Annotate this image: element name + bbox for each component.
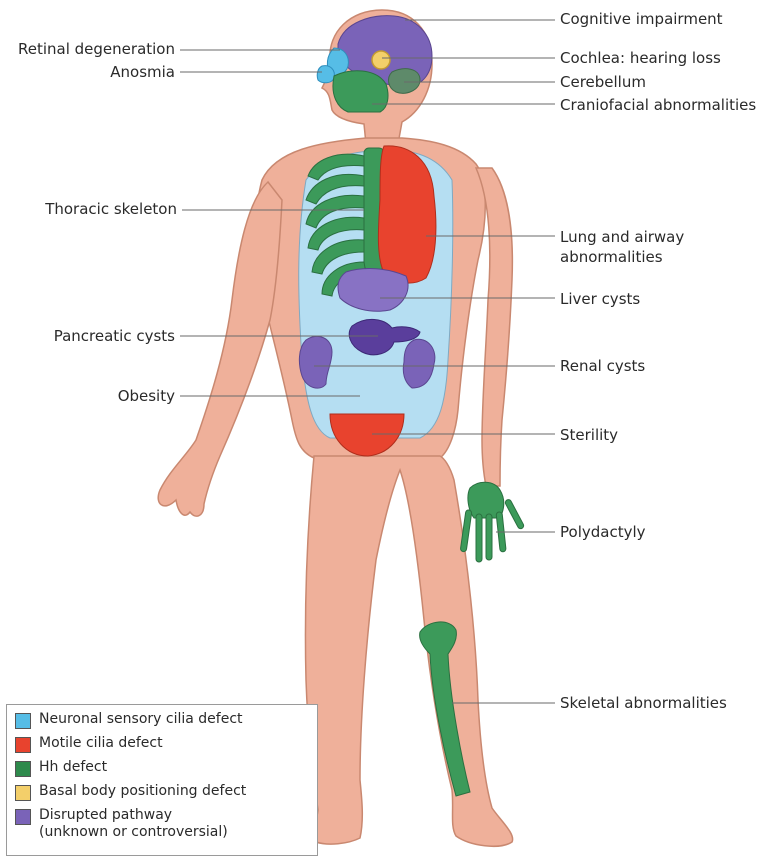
legend: Neuronal sensory cilia defect Motile cil… xyxy=(6,704,318,856)
cochlea-region xyxy=(372,51,390,69)
legend-item-sensory: Neuronal sensory cilia defect xyxy=(15,711,317,729)
label-craniofacial: Craniofacial abnormalities xyxy=(560,96,756,114)
label-polydactyly: Polydactyly xyxy=(560,523,646,541)
label-cerebellum: Cerebellum xyxy=(560,73,646,91)
cerebellum-region xyxy=(389,69,420,94)
legend-item-disrupted: Disrupted pathway (unknown or controvers… xyxy=(15,807,317,841)
label-obesity: Obesity xyxy=(118,387,175,405)
legend-label-motile: Motile cilia defect xyxy=(39,735,163,752)
label-cognitive-impairment: Cognitive impairment xyxy=(560,10,723,28)
nose-region xyxy=(317,66,334,83)
legend-swatch-basal xyxy=(15,785,31,801)
label-cochlea: Cochlea: hearing loss xyxy=(560,49,721,67)
legend-swatch-sensory xyxy=(15,713,31,729)
legend-item-basal: Basal body positioning defect xyxy=(15,783,317,801)
legend-item-motile: Motile cilia defect xyxy=(15,735,317,753)
label-anosmia: Anosmia xyxy=(110,63,175,81)
legend-swatch-motile xyxy=(15,737,31,753)
label-thoracic-skeleton: Thoracic skeleton xyxy=(45,200,177,218)
label-lung-line1: Lung and airway xyxy=(560,228,684,246)
legend-label-basal: Basal body positioning defect xyxy=(39,783,246,800)
legend-item-hh: Hh defect xyxy=(15,759,317,777)
legend-label-hh: Hh defect xyxy=(39,759,107,776)
label-renal-cysts: Renal cysts xyxy=(560,357,645,375)
legend-label-sensory: Neuronal sensory cilia defect xyxy=(39,711,243,728)
label-pancreatic-cysts: Pancreatic cysts xyxy=(54,327,175,345)
hand-region xyxy=(460,482,524,562)
face-region xyxy=(333,71,388,112)
legend-label-disrupted: Disrupted pathway (unknown or controvers… xyxy=(39,807,228,841)
legend-swatch-hh xyxy=(15,761,31,777)
legend-label-disrupted-line2: (unknown or controversial) xyxy=(39,824,228,840)
legend-swatch-disrupted xyxy=(15,809,31,825)
label-skeletal-abnormalities: Skeletal abnormalities xyxy=(560,694,727,712)
legend-label-disrupted-line1: Disrupted pathway xyxy=(39,807,172,823)
label-sterility: Sterility xyxy=(560,426,618,444)
label-liver-cysts: Liver cysts xyxy=(560,290,640,308)
label-lung-line2: abnormalities xyxy=(560,248,663,266)
label-retinal-degeneration: Retinal degeneration xyxy=(18,40,175,58)
liver-region xyxy=(338,269,408,312)
